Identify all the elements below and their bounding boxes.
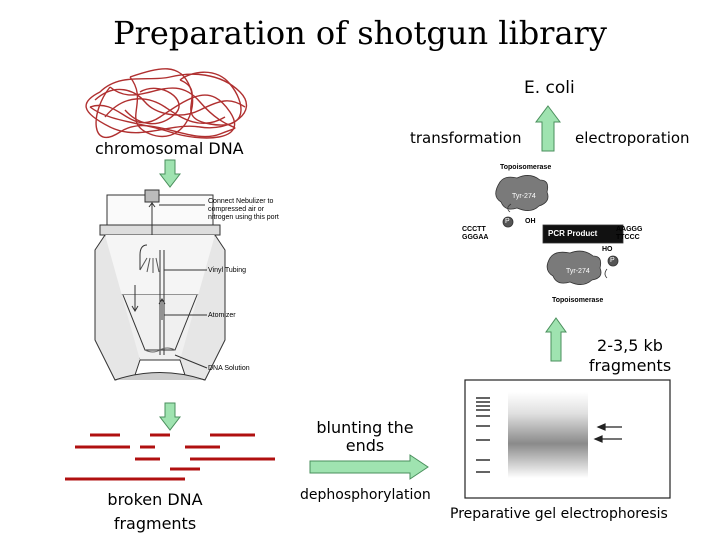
down-arrow-to-fragments (158, 402, 182, 431)
down-arrow-to-nebulizer (158, 159, 182, 188)
topo-seq-left-1: CCCTT (462, 226, 486, 233)
topo-ho: HO (602, 246, 613, 253)
blunting-label-1: blunting the (316, 418, 414, 437)
topo-tyr-bottom: Tyr-274 (566, 268, 590, 275)
nebulizer-connect-line2: compressed air or (208, 206, 265, 213)
topo-p-top: P (505, 218, 510, 225)
topo-p-bottom: P (610, 257, 615, 264)
up-arrow-to-cloning (545, 317, 567, 362)
topo-topoisomerase-bottom: Topoisomerase (552, 297, 604, 304)
nebulizer-connect-line1: Connect Nebulizer to (208, 198, 274, 205)
topo-tyr-top: Tyr-274 (512, 193, 536, 200)
nebulizer-atomizer: Atomizer (208, 312, 236, 319)
topo-seq-right-2: TTCCC (616, 234, 640, 241)
fragments-size-label-2: fragments (588, 356, 672, 375)
dephosphorylation-label: dephosphorylation (300, 487, 431, 503)
electroporation-label: electroporation (575, 129, 690, 147)
nebulizer-connect-line3: nitrogen using this port (208, 214, 279, 221)
page-title: Preparation of shotgun library (113, 14, 607, 52)
chromosomal-dna-label: chromosomal DNA (95, 139, 244, 158)
broken-dna-fragments-illustration (65, 433, 275, 481)
topo-seq-right-1: AAGGG (616, 226, 643, 233)
transformation-label: transformation (410, 129, 522, 147)
right-arrow-to-gel (309, 454, 429, 480)
topo-seq-left-2: GGGAA (462, 234, 489, 241)
topo-pcr-product: PCR Product (548, 229, 598, 238)
topo-topoisomerase-top: Topoisomerase (500, 164, 552, 171)
ecoli-label: E. coli (524, 78, 575, 98)
nebulizer-illustration (94, 189, 226, 381)
nebulizer-dna-solution: DNA Solution (208, 365, 250, 372)
fragments-size-label-1: 2-3,5 kb (597, 336, 663, 355)
chromosomal-dna-illustration (85, 68, 248, 139)
gel-illustration (464, 379, 671, 499)
up-arrow-to-ecoli (535, 105, 561, 152)
broken-dna-label-2: fragments (113, 514, 197, 533)
gel-label: Preparative gel electrophoresis (450, 506, 668, 522)
topo-oh: OH (525, 218, 536, 225)
topo-cloning-illustration (495, 175, 624, 285)
nebulizer-vinyl-tubing: Vinyl Tubing (208, 267, 247, 274)
blunting-label-2: ends (345, 436, 385, 455)
broken-dna-label-1: broken DNA (107, 490, 203, 509)
